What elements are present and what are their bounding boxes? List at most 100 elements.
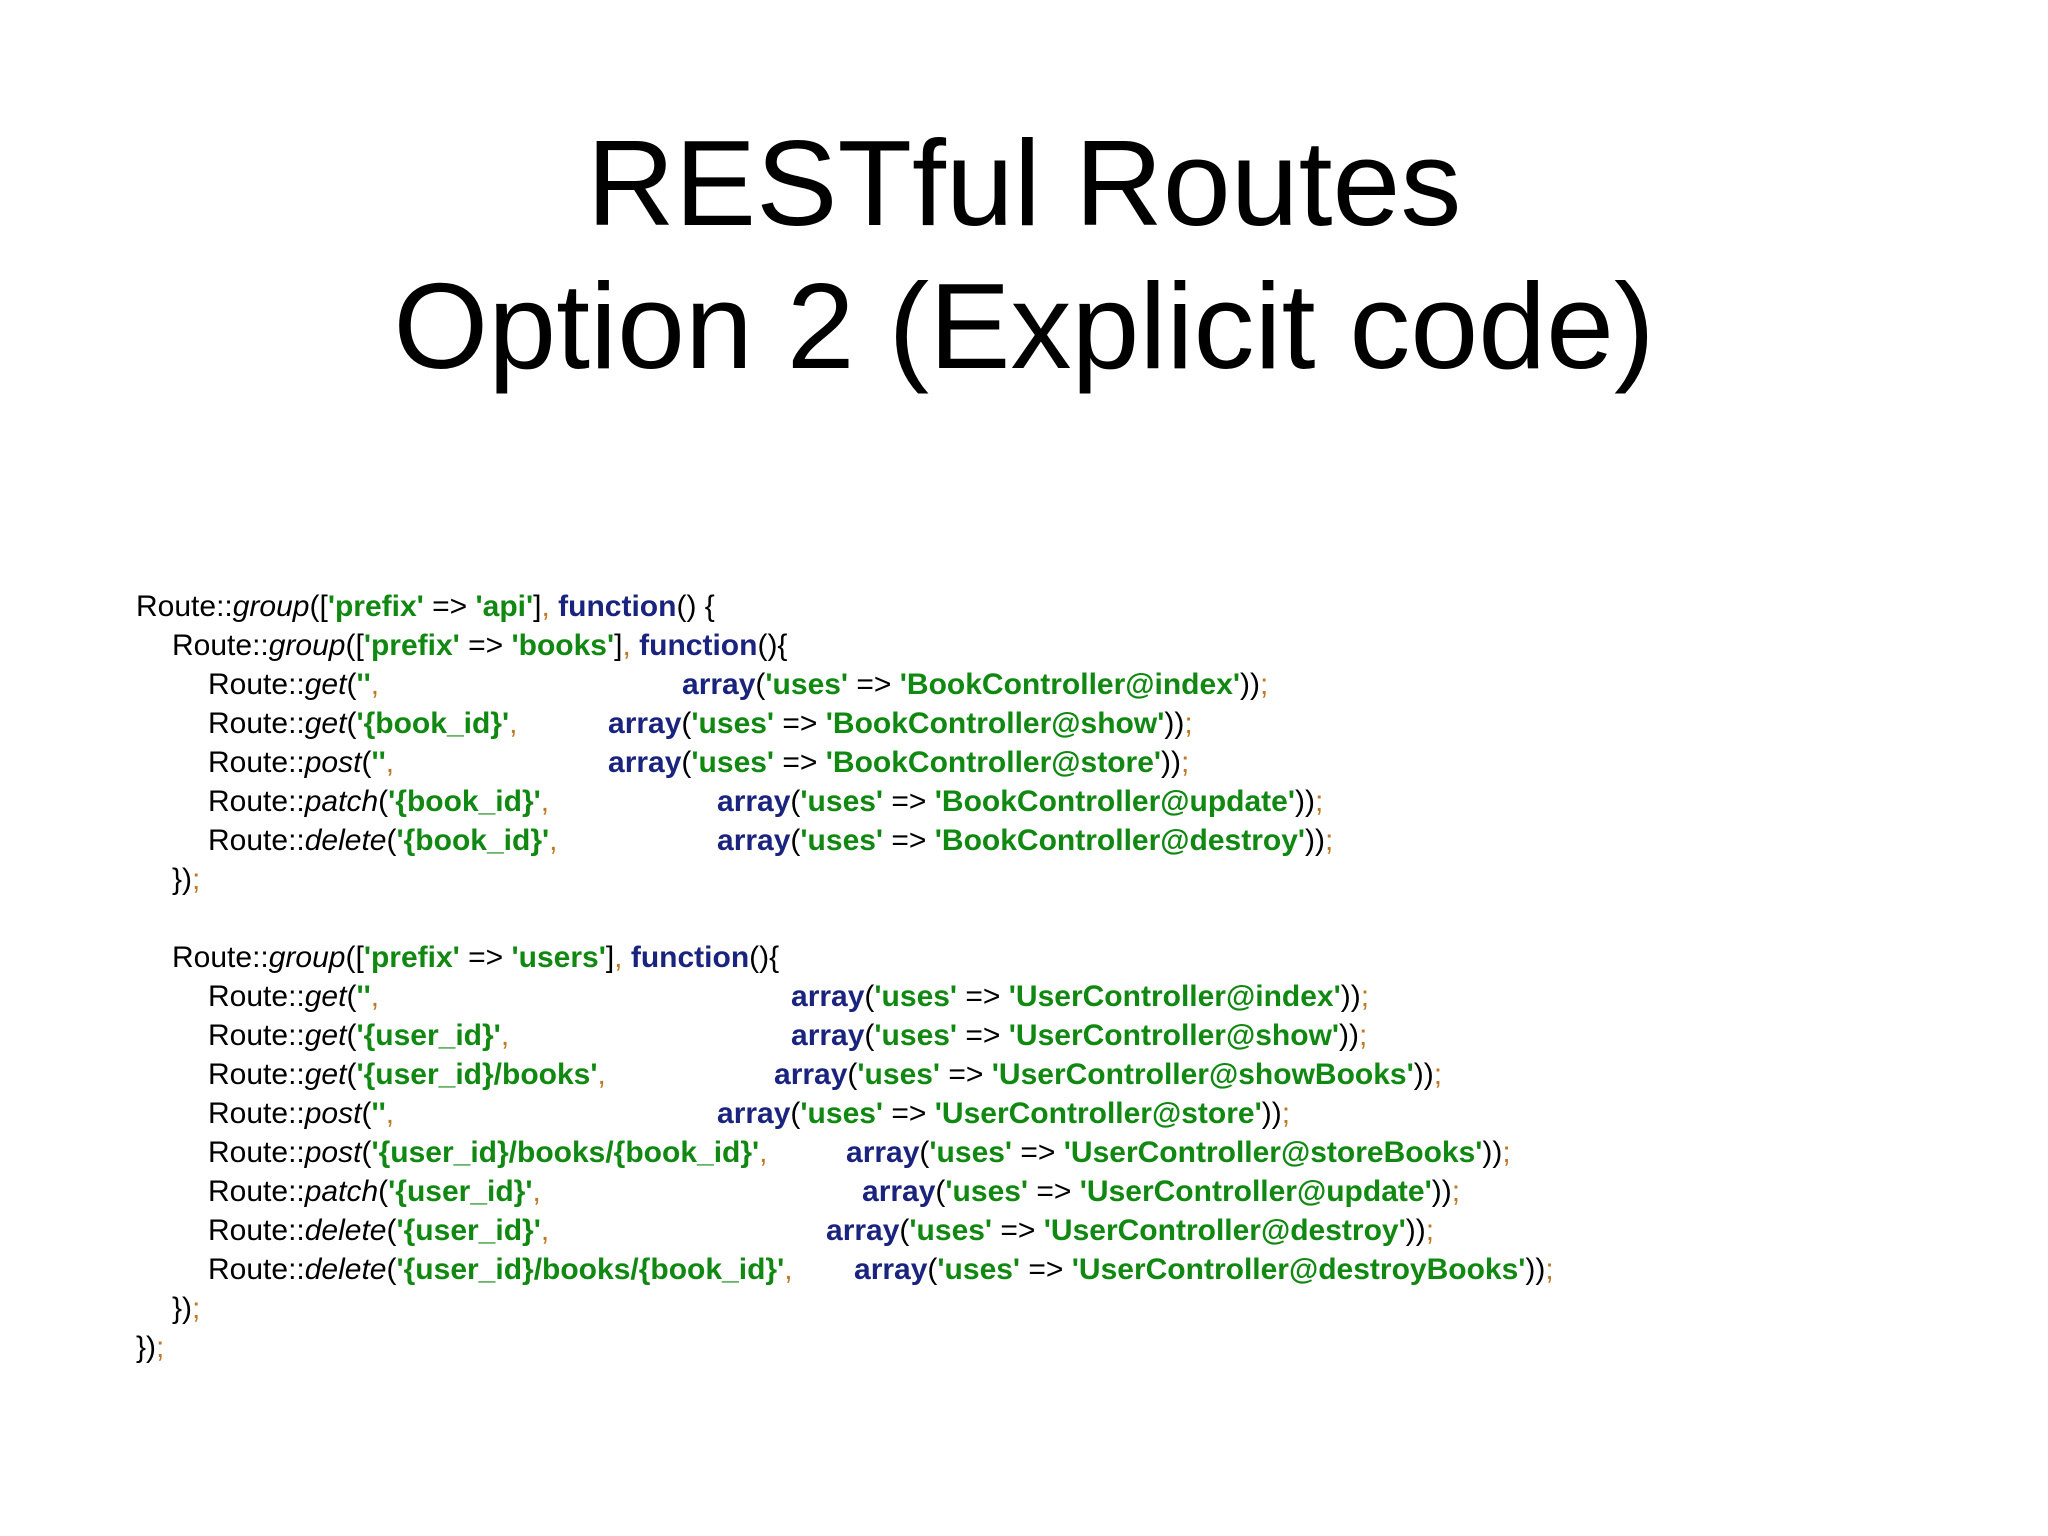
code-token: , <box>540 785 550 818</box>
code-token: ; <box>1425 1214 1435 1247</box>
code-token: , <box>385 746 395 779</box>
code-token: '{book_id}' <box>396 824 550 857</box>
code-token: )) <box>1405 1214 1426 1247</box>
code-token: , <box>784 1253 793 1286</box>
code-token: 'uses' <box>800 785 884 818</box>
code-token: ([ <box>345 941 364 974</box>
code-line-route-args: array('uses' => 'BookController@store'))… <box>558 704 1189 779</box>
code-token: ( <box>681 707 692 740</box>
code-token: ; <box>1184 707 1193 740</box>
code-line-route-args: array('uses' => 'UserController@index'))… <box>741 938 1369 1013</box>
code-token: Route:: <box>208 668 305 701</box>
code-token: , <box>500 1019 510 1052</box>
code-token: ; <box>1502 1136 1511 1169</box>
code-token: 'UserController@show' <box>1008 1019 1340 1052</box>
code-token: function <box>639 629 758 662</box>
code-token: ( <box>899 1214 910 1247</box>
code-token: array <box>854 1253 928 1286</box>
code-token: 'uses' <box>800 1097 884 1130</box>
code-token: => <box>957 980 1009 1013</box>
code-token: Route:: <box>172 941 269 974</box>
code-token: 'UserController@index' <box>1008 980 1341 1013</box>
code-token: 'uses' <box>909 1214 993 1247</box>
code-token: ( <box>346 707 357 740</box>
code-token: ( <box>386 1253 397 1286</box>
code-token: Route:: <box>172 629 269 662</box>
code-token: 'UserController@destroyBooks' <box>1071 1253 1526 1286</box>
code-token: , <box>540 1214 550 1247</box>
code-token: ( <box>790 785 801 818</box>
title-line-1: RESTful Routes <box>586 115 1462 251</box>
code-token: 'uses' <box>929 1136 1013 1169</box>
code-token: delete <box>304 1214 387 1247</box>
code-token: ( <box>378 785 389 818</box>
code-token: )) <box>1339 1019 1360 1052</box>
code-token: Route:: <box>208 1175 305 1208</box>
code-token: array <box>826 1214 900 1247</box>
code-line-route-call: Route::delete('{user_id}/books/{book_id}… <box>158 1211 793 1286</box>
code-token: ( <box>790 1097 801 1130</box>
code-line-close: }); <box>122 1250 200 1325</box>
code-line-route-call: Route::get('{book_id}', <box>158 665 517 740</box>
code-token: array <box>774 1058 848 1091</box>
code-token: 'BookController@destroy' <box>934 824 1306 857</box>
code-token: ; <box>1433 1058 1443 1091</box>
code-token: array <box>717 824 791 857</box>
code-token: get <box>304 1019 347 1052</box>
code-token: )) <box>1164 707 1185 740</box>
code-token: ( <box>927 1253 938 1286</box>
code-token: '' <box>356 980 371 1013</box>
code-token: Route:: <box>208 980 305 1013</box>
code-token: ( <box>919 1136 930 1169</box>
code-token: ; <box>1314 785 1324 818</box>
code-token: => <box>883 1097 935 1130</box>
code-token: 'prefix' <box>363 629 460 662</box>
code-token: '{book_id}' <box>388 785 541 818</box>
code-token: ; <box>156 1331 165 1364</box>
code-token: }) <box>172 1292 193 1325</box>
code-token: ; <box>1281 1097 1291 1130</box>
code-token: => <box>883 824 935 857</box>
code-token: Route:: <box>208 707 305 740</box>
code-line-route-args: array('uses' => 'UserController@destroyB… <box>804 1211 1554 1286</box>
code-token: 'uses' <box>874 980 958 1013</box>
code-line-route-call: Route::delete('{book_id}', <box>158 782 557 857</box>
code-token: ; <box>1359 1019 1368 1052</box>
code-token: '{user_id}/books' <box>356 1058 598 1091</box>
code-token: )) <box>1413 1058 1434 1091</box>
code-token: Route:: <box>208 746 305 779</box>
code-token: )) <box>1431 1175 1452 1208</box>
code-token: array <box>717 1097 791 1130</box>
code-token: ] <box>614 629 623 662</box>
code-token: post <box>304 1136 362 1169</box>
code-line-route-call: Route::post('', <box>158 1055 394 1130</box>
code-token: ; <box>192 1292 201 1325</box>
slide-title: RESTful Routes Option 2 (Explicit code) <box>0 112 2048 398</box>
code-token: => <box>459 629 512 662</box>
code-token: => <box>940 1058 992 1091</box>
code-token: 'BookController@update' <box>934 785 1295 818</box>
code-token: )) <box>1525 1253 1546 1286</box>
code-token: (){ <box>757 629 788 662</box>
code-token: )) <box>1305 824 1326 857</box>
code-token: ( <box>346 1019 357 1052</box>
code-token: ( <box>346 1058 357 1091</box>
code-token: Route:: <box>208 785 305 818</box>
code-token: 'uses' <box>691 707 775 740</box>
code-token: ( <box>790 824 801 857</box>
code-token: , <box>597 1058 606 1091</box>
code-token: 'uses' <box>874 1019 958 1052</box>
code-token: ( <box>378 1175 389 1208</box>
code-token: '' <box>356 668 371 701</box>
code-token: 'books' <box>511 629 615 662</box>
code-token: array <box>791 1019 865 1052</box>
code-token: }) <box>136 1331 157 1364</box>
code-line-route-call: Route::delete('{user_id}', <box>158 1172 549 1247</box>
code-token: patch <box>304 785 379 818</box>
code-line-books-group: Route::group(['prefix' => 'books'], func… <box>122 587 787 662</box>
code-token: ( <box>346 668 357 701</box>
code-line-route-call: Route::patch('{book_id}', <box>158 743 549 818</box>
code-line-route-args: array('uses' => 'BookController@update')… <box>667 743 1323 818</box>
code-token: Route:: <box>208 1097 305 1130</box>
code-token: 'uses' <box>945 1175 1029 1208</box>
